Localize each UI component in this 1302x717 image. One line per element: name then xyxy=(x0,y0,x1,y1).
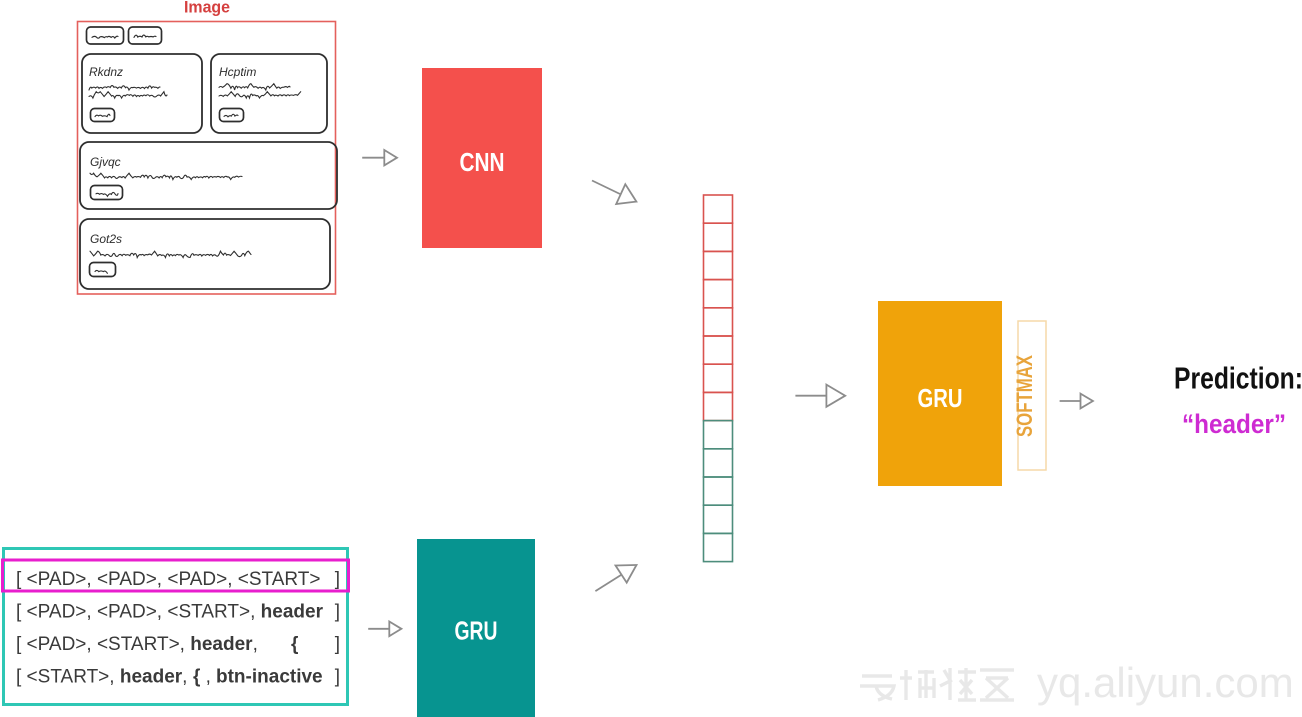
svg-text:[ <PAD>, <PAD>, <START>, heade: [ <PAD>, <PAD>, <START>, header xyxy=(16,602,324,623)
svg-text:Image: Image xyxy=(184,0,230,17)
svg-text:[ <START>, header, { , btn-ina: [ <START>, header, { , btn-inactive xyxy=(16,667,323,688)
svg-text:]: ] xyxy=(335,634,340,655)
svg-text:“header”: “header” xyxy=(1182,409,1286,439)
svg-text:]: ] xyxy=(335,667,340,688)
svg-text:CNN: CNN xyxy=(460,147,505,177)
svg-text:Hcptim: Hcptim xyxy=(219,65,256,79)
svg-text:SOFTMAX: SOFTMAX xyxy=(1012,355,1037,437)
svg-text:Gjvqc: Gjvqc xyxy=(90,155,121,169)
svg-text:[ <PAD>, <PAD>, <PAD>, <START>: [ <PAD>, <PAD>, <PAD>, <START> xyxy=(16,569,321,590)
svg-text:Got2s: Got2s xyxy=(90,232,122,246)
svg-text:Rkdnz: Rkdnz xyxy=(89,65,123,79)
svg-text:]: ] xyxy=(335,602,340,623)
svg-text:Prediction:: Prediction: xyxy=(1174,361,1302,396)
svg-text:]: ] xyxy=(335,569,340,590)
svg-text:GRU: GRU xyxy=(455,616,498,646)
svg-text:[ <PAD>, <START>, header,{: [ <PAD>, <START>, header,{ xyxy=(16,634,298,655)
svg-text:yq.aliyun.com: yq.aliyun.com xyxy=(1037,659,1294,706)
svg-text:GRU: GRU xyxy=(918,383,963,413)
